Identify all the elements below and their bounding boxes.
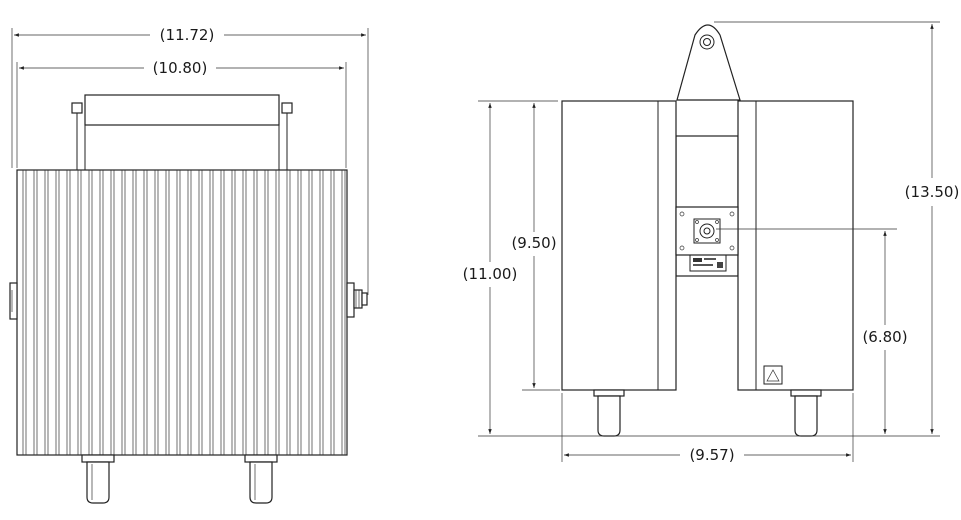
- dimension-overall-height: (13.50): [905, 24, 960, 434]
- rf-connector-plate: [675, 206, 739, 256]
- side-foot-left: [593, 389, 625, 437]
- hazard-warning-label-icon: [763, 365, 783, 385]
- dimension-body-width: (10.80): [19, 59, 344, 77]
- dimension-connector-height: (6.80): [862, 231, 908, 434]
- dim-label-overall-height: (13.50): [905, 183, 960, 201]
- foot-left: [81, 454, 115, 504]
- left-side-bracket: [9, 282, 18, 320]
- dim-label-bottom-width: (9.57): [689, 446, 734, 464]
- finned-heatsink-body: [16, 169, 348, 456]
- dimension-overall-width: (11.72): [14, 26, 366, 44]
- dim-label-body-width: (10.80): [153, 59, 208, 77]
- rf-connector-side: [346, 282, 368, 318]
- left-housing: [561, 100, 677, 391]
- side-foot-right: [790, 389, 822, 437]
- foot-right: [244, 454, 278, 504]
- dimension-height-9-5: (9.50): [511, 103, 557, 388]
- dimension-height-11: (11.00): [463, 103, 518, 434]
- rating-label: [689, 254, 727, 272]
- dim-label-overall-width: (11.72): [160, 26, 215, 44]
- right-housing: [737, 100, 854, 391]
- lifting-eye: [676, 24, 741, 101]
- side-view: (13.50) (11.00) (9.50) (6.80) (9.57): [463, 21, 960, 464]
- dim-label-height-11: (11.00): [463, 265, 518, 283]
- handle: [71, 94, 293, 170]
- dimension-bottom-width: (9.57): [564, 446, 851, 464]
- dim-label-height-9-5: (9.50): [511, 234, 556, 252]
- front-view: (11.72) (10.80): [9, 26, 369, 504]
- dim-label-connector-height: (6.80): [862, 328, 907, 346]
